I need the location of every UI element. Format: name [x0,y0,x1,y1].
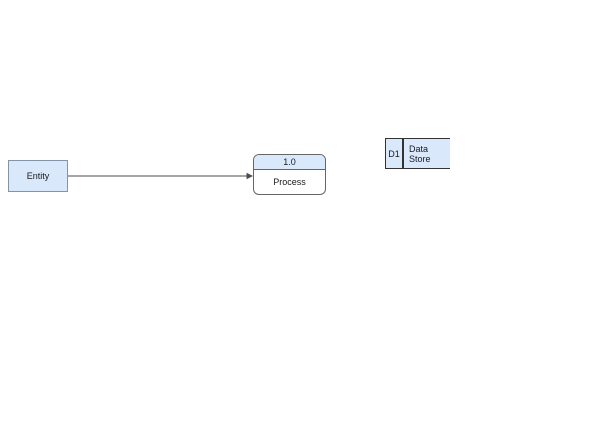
datastore-label: Data Store [409,143,431,164]
process-shape[interactable]: 1.0 Process [253,154,326,195]
datastore-shape[interactable]: D1 Data Store [385,138,450,169]
datastore-id: D1 [388,148,400,159]
flow-arrowhead-icon [246,172,253,180]
process-number-header: 1.0 [254,155,325,170]
process-number: 1.0 [283,157,296,167]
datastore-label-cell: Data Store [404,139,450,168]
process-body: Process [254,170,325,194]
datastore-id-cell: D1 [386,139,404,168]
entity-shape[interactable]: Entity [8,160,68,192]
entity-label: Entity [26,171,50,181]
process-label: Process [273,177,306,187]
flow-arrow[interactable] [68,170,254,182]
